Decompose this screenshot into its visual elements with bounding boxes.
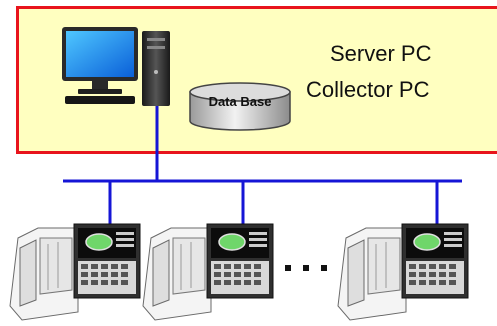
cnc-machine-icon <box>9 223 141 321</box>
server-pc-label: Server PC <box>330 41 432 66</box>
network-lines <box>63 104 462 226</box>
database-cylinder-icon <box>189 82 291 131</box>
collector-pc-label: Collector PC <box>306 77 430 102</box>
database-label: Data Base <box>208 94 272 109</box>
cnc-machine-icon <box>142 223 274 321</box>
cnc-machine-icon <box>337 223 469 321</box>
desktop-computer-icon <box>62 27 170 106</box>
ellipsis-dots <box>285 265 327 271</box>
